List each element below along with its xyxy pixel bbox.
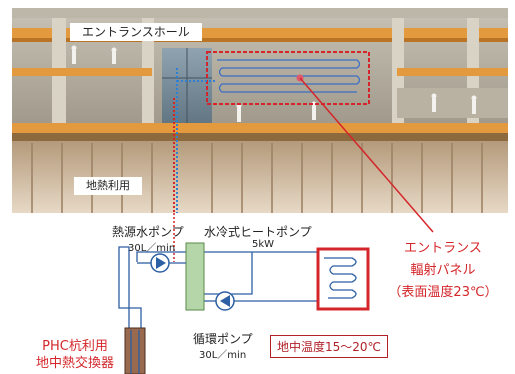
entrance-hall-label: エントランスホール [70,23,202,41]
radiant-panel-coil [324,257,357,299]
phc-pile-label-line1: PHC杭利用 [42,339,108,354]
radiant-coil-photo [217,59,361,93]
radiant-panel-label-line2: 輻射パネル [410,263,476,278]
geothermal-use-label: 地熱利用 [74,177,142,195]
radiant-panel-label-line1: エントランス [404,241,482,256]
radiant-panel-label: エントランス 輻射パネル （表面温度23℃） [378,238,508,304]
heat-source-pump-label: 熱源水ポンプ [112,225,184,239]
heat-pump-spec: 5kW [252,239,275,250]
ground-temperature-box: 地中温度15～20℃ [270,335,389,358]
water-cooled-heat-pump-unit [185,242,205,311]
phc-pile-label: PHC杭利用 地中熱交換器 [30,338,120,372]
heat-source-pump-spec: 30L／min [128,243,176,254]
circulation-pump-spec: 30L／min [199,350,247,361]
radiant-panel-box [316,247,370,311]
radiant-panel-highlight [206,51,370,105]
heat-pump-label: 水冷式ヒートポンプ [204,225,312,239]
radiant-panel-label-line3: （表面温度23℃） [388,285,498,300]
phc-pile-exchanger [124,327,146,374]
heat-source-pump-icon [150,253,170,273]
phc-pile-label-line2: 地中熱交換器 [35,356,114,371]
piping [118,246,324,328]
panel-leader-line [299,77,434,233]
circulation-pump-icon [215,291,235,311]
circulation-pump-label: 循環ポンプ [193,332,253,346]
